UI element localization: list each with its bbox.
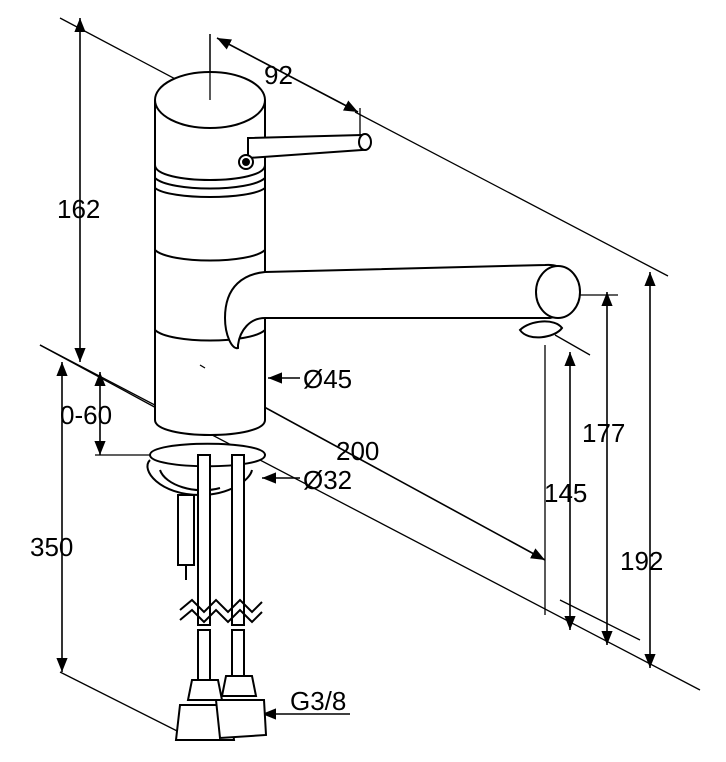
dim-spout-reach-label: 200	[336, 436, 380, 466]
extension-lines	[39, 17, 701, 741]
dim-body-diameter-label: Ø45	[303, 364, 353, 394]
lever-handle	[238, 133, 372, 170]
dim-hole-diameter-label: Ø32	[303, 465, 353, 495]
dim-hose-length-label: 350	[30, 532, 74, 562]
supply-hoses	[174, 454, 268, 741]
dim-lever-reach-label: 92	[264, 60, 293, 90]
dim-body-height-label: 162	[57, 194, 101, 224]
dim-connection-thread-label: G3/8	[290, 686, 347, 716]
spout	[223, 263, 581, 350]
dim-spout-outlet-height-label: 145	[544, 478, 588, 508]
dim-clamping-range-label: 0-60	[60, 400, 113, 430]
dim-92-line	[216, 37, 359, 113]
dimension-lines	[56, 18, 656, 720]
dim-spout-top-height-label: 177	[582, 418, 626, 448]
faucet-body	[154, 34, 266, 436]
dim-total-height-label: 192	[620, 546, 664, 576]
